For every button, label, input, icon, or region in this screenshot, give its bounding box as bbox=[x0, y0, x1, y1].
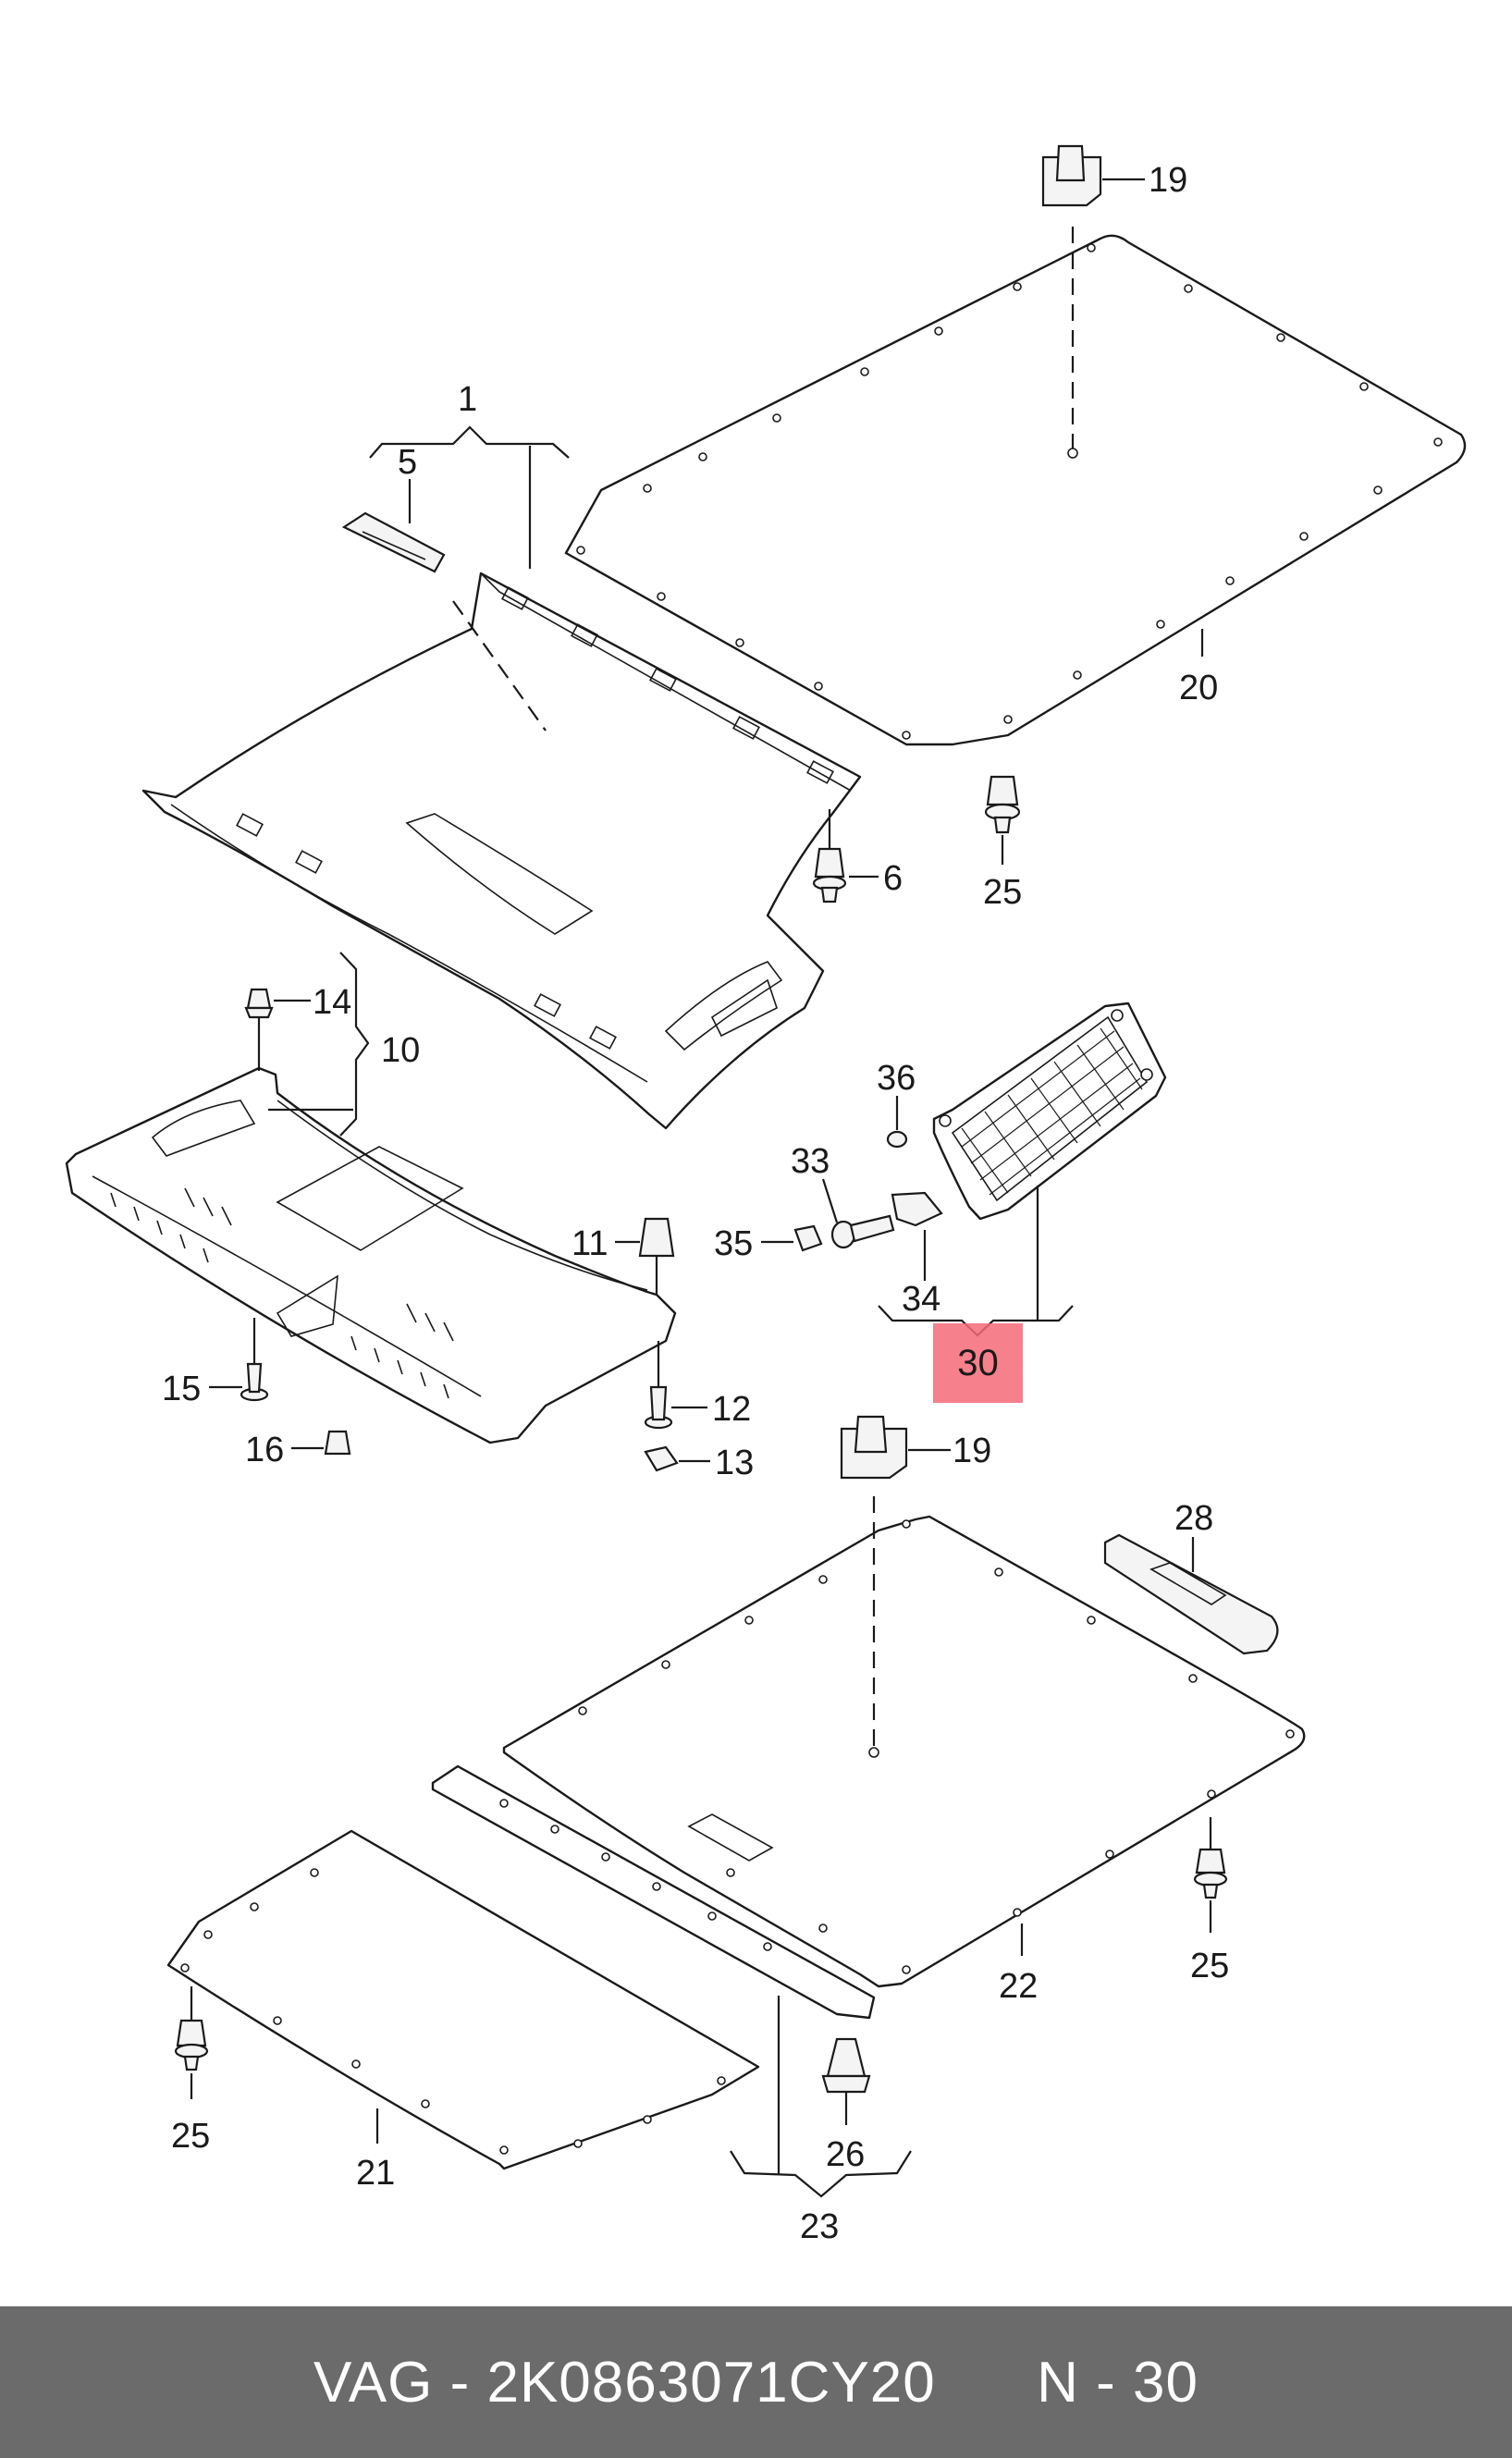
callout-30-highlighted: 30 bbox=[957, 1342, 999, 1383]
part-19-clip-upper: 19 bbox=[1041, 144, 1187, 207]
part-12-screw: 12 bbox=[644, 1341, 751, 1430]
callout-19-lower: 19 bbox=[953, 1432, 991, 1470]
parts-diagram: 19 25 20 5 bbox=[65, 144, 1467, 2246]
part-19-clip-lower: 19 bbox=[840, 1415, 991, 1480]
trim-10-ribs bbox=[110, 1187, 454, 1399]
panel-20-holes bbox=[576, 243, 1443, 740]
footer-part-number: VAG - 2K0863071CY20 bbox=[313, 2350, 936, 2415]
callout-23: 23 bbox=[800, 2207, 839, 2246]
net-mesh bbox=[961, 1027, 1143, 1196]
part-15-screw: 15 bbox=[162, 1318, 269, 1408]
part-13-nut: 13 bbox=[644, 1444, 754, 1482]
callout-21: 21 bbox=[356, 2154, 395, 2193]
part-16-cap: 16 bbox=[245, 1430, 351, 1469]
callout-19-upper: 19 bbox=[1149, 161, 1187, 200]
callout-34: 34 bbox=[902, 1280, 940, 1319]
callout-5: 5 bbox=[398, 443, 417, 482]
callout-28: 28 bbox=[1174, 1499, 1213, 1538]
callout-22: 22 bbox=[999, 1967, 1038, 2006]
callout-26: 26 bbox=[826, 2135, 865, 2174]
part-22-panel bbox=[502, 1496, 1306, 1988]
part-28-handle: 28 bbox=[1103, 1499, 1279, 1655]
body-1-slots bbox=[236, 586, 834, 1050]
panel-22-holes bbox=[578, 1519, 1295, 1974]
part-33-bolt: 33 bbox=[791, 1142, 895, 1249]
callout-13: 13 bbox=[715, 1444, 754, 1482]
part-35-nut: 35 bbox=[714, 1224, 823, 1263]
footer-page-ref: N - 30 bbox=[1037, 2350, 1199, 2415]
part-25-clip-b: 25 bbox=[1190, 1817, 1229, 1985]
callout-25-b: 25 bbox=[1190, 1947, 1229, 1985]
part-26-clip: 26 bbox=[821, 2037, 871, 2174]
part-1-body bbox=[141, 571, 862, 1130]
footer-spacer bbox=[936, 2350, 1037, 2415]
callout-1: 1 bbox=[458, 380, 477, 419]
part-5-plate bbox=[341, 511, 446, 573]
panel-21-holes bbox=[180, 1868, 726, 2155]
part-11-clip: 11 bbox=[572, 1217, 675, 1295]
callout-12: 12 bbox=[712, 1390, 751, 1429]
callout-35: 35 bbox=[714, 1224, 753, 1263]
callout-20: 20 bbox=[1179, 669, 1218, 707]
part-14-clip: 14 bbox=[244, 983, 351, 1071]
callout-25-a: 25 bbox=[983, 873, 1022, 912]
part-21-panel bbox=[166, 1829, 760, 2170]
part-25-clip-c: 25 bbox=[171, 1986, 210, 2156]
highlight-callout-30 bbox=[933, 1323, 1023, 1403]
part-23-strip bbox=[431, 1764, 876, 2020]
callout-6: 6 bbox=[883, 859, 903, 898]
part-36-screw: 36 bbox=[877, 1059, 916, 1149]
footer-bar: VAG - 2K0863071CY20 N - 30 bbox=[0, 2306, 1512, 2458]
callout-14: 14 bbox=[313, 983, 351, 1022]
callout-11: 11 bbox=[572, 1224, 608, 1263]
part-20-panel bbox=[564, 227, 1467, 746]
part-6-clip: 6 bbox=[812, 809, 903, 903]
part-10-trim bbox=[65, 1066, 677, 1444]
part-25-clip-a: 25 bbox=[983, 775, 1022, 912]
callout-16: 16 bbox=[245, 1431, 284, 1469]
part-30-net-assembly bbox=[932, 1002, 1167, 1221]
callout-36: 36 bbox=[877, 1059, 916, 1098]
callout-10: 10 bbox=[381, 1031, 420, 1070]
callout-15: 15 bbox=[162, 1370, 201, 1408]
part-34-bracket: 34 bbox=[891, 1191, 943, 1319]
callout-25-c: 25 bbox=[171, 2117, 210, 2156]
callout-33: 33 bbox=[791, 1142, 830, 1181]
